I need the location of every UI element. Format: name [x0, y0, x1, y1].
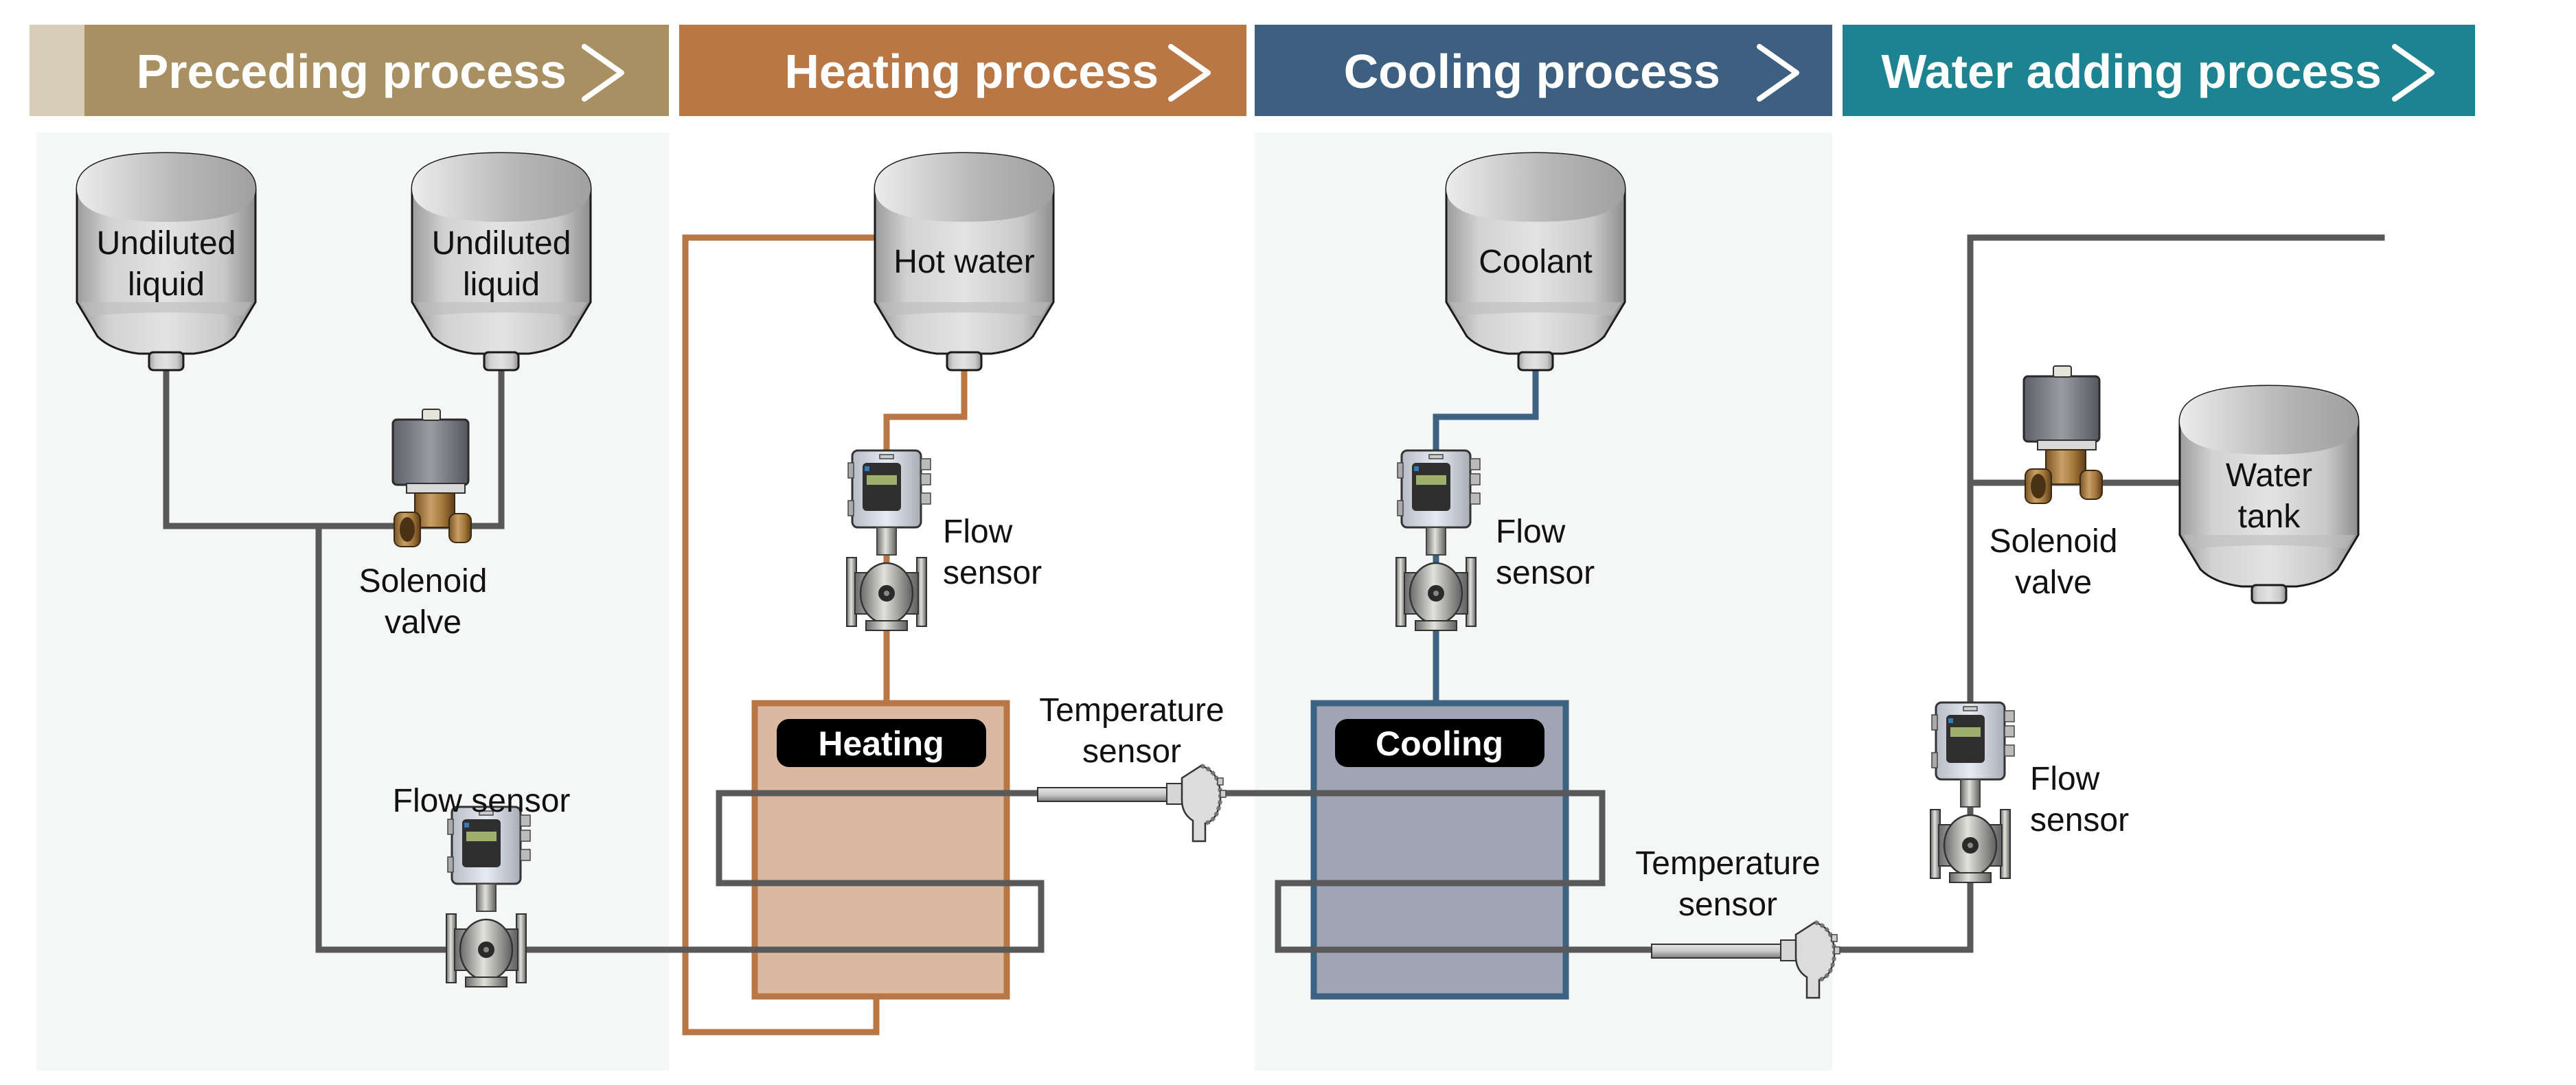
temperature-sensor-heating: Temperature sensor — [1038, 692, 1226, 841]
device-label: Flow sensor — [393, 783, 571, 819]
flow-sensor-water: Flow sensor — [1929, 701, 2129, 884]
device-label: sensor — [1678, 887, 1777, 923]
stage-banner-preceding[interactable]: Preceding process — [30, 25, 669, 116]
chevron-right-icon — [2392, 44, 2435, 102]
heating-label-badge: Heating — [777, 719, 986, 767]
flow-sensor-icon — [845, 449, 932, 632]
stage-label-cooling: Cooling process — [1344, 45, 1720, 98]
device-label: Solenoid — [1990, 523, 2118, 560]
stage-banner-cooling[interactable]: Cooling process — [1255, 25, 1832, 116]
tank-hot-water: Hot water — [874, 152, 1055, 372]
device-label: valve — [2015, 564, 2092, 601]
stage-label-heating: Heating process — [784, 45, 1159, 98]
tank-label: Undiluted — [97, 225, 236, 262]
tank-label: tank — [2238, 499, 2301, 535]
chevron-right-icon — [1757, 44, 1799, 102]
device-label: Temperature — [1039, 692, 1224, 729]
tank-undiluted-liquid-2: Undiluted liquid — [411, 152, 592, 372]
device-label: sensor — [2030, 802, 2129, 838]
solenoid-valve-1: Solenoid valve — [359, 408, 488, 641]
hot-water-supply-pipe — [883, 365, 968, 704]
device-label: sensor — [1496, 555, 1595, 591]
solenoid-valve-icon — [391, 408, 472, 548]
device-label: Temperature — [1635, 845, 1820, 882]
device-label: Flow — [2030, 761, 2100, 797]
flow-sensor-heating: Flow sensor — [845, 449, 1042, 632]
coolant-supply-pipe — [1433, 365, 1539, 704]
stage-banner-heating[interactable]: Heating process — [679, 25, 1246, 116]
chevron-right-icon — [1168, 44, 1211, 102]
tank-label: Coolant — [1479, 244, 1592, 280]
flow-sensor-cooling: Flow sensor — [1395, 449, 1595, 632]
temperature-sensor-cooling: Temperature sensor — [1635, 845, 1840, 998]
chevron-right-icon — [582, 44, 624, 102]
stage-banner-water-adding[interactable]: Water adding process — [1843, 25, 2475, 116]
tank-label: Undiluted — [432, 225, 571, 262]
device-label: sensor — [1082, 733, 1181, 770]
cooling-label-badge: Cooling — [1335, 719, 1545, 767]
cooling-label: Cooling — [1376, 724, 1503, 763]
tank-label: liquid — [463, 266, 540, 303]
solenoid-valve-icon — [2022, 365, 2104, 505]
device-label: sensor — [943, 555, 1042, 591]
device-label: Flow — [943, 514, 1013, 550]
hot-water-return-pipe — [682, 234, 880, 1036]
temperature-sensor-icon — [1038, 766, 1226, 841]
flow-sensor-preceding: Flow sensor — [393, 783, 571, 988]
stage-label-water-adding: Water adding process — [1881, 45, 2382, 98]
main-process-pipe — [315, 234, 2385, 953]
device-label: Solenoid — [359, 563, 488, 599]
tank-undiluted-liquid-1: Undiluted liquid — [76, 152, 257, 372]
heating-label: Heating — [818, 724, 944, 763]
device-label: Flow — [1496, 514, 1566, 550]
tank-label: Hot water — [893, 244, 1034, 280]
tank-water: Water tank — [2178, 385, 2360, 604]
undiluted-liquid-pipe — [163, 365, 505, 529]
solenoid-valve-2: Solenoid valve — [1990, 365, 2118, 601]
stage-label-preceding: Preceding process — [137, 45, 567, 98]
device-label: valve — [385, 604, 461, 641]
tank-label: liquid — [128, 266, 205, 303]
tank-label: Water — [2226, 457, 2312, 494]
flow-sensor-icon — [1929, 701, 2016, 884]
tank-coolant: Coolant — [1445, 152, 1626, 372]
